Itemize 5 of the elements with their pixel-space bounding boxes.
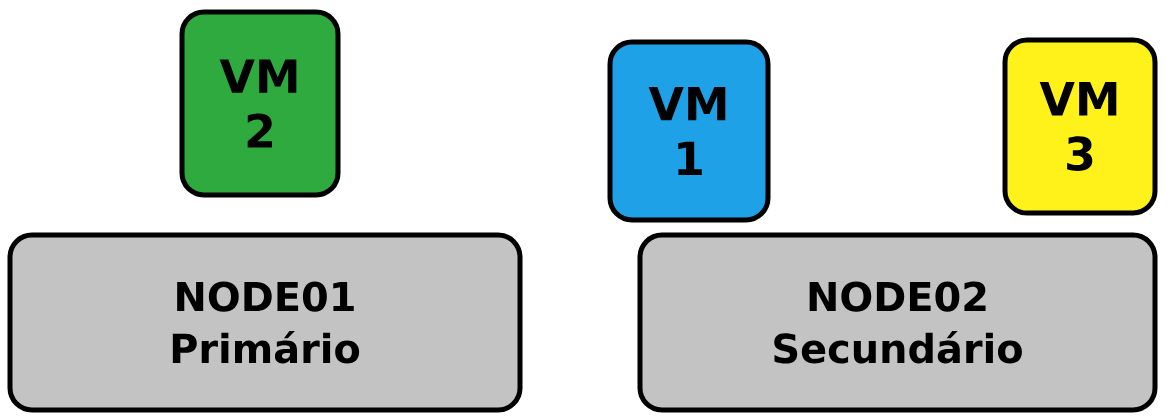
vm-box: VM 3 — [1002, 37, 1158, 216]
node-box: NODE01 Primário — [7, 232, 523, 413]
vm-box: VM 2 — [179, 9, 341, 198]
vm-box: VM 1 — [607, 39, 771, 223]
node-box: NODE02 Secundário — [637, 232, 1158, 413]
